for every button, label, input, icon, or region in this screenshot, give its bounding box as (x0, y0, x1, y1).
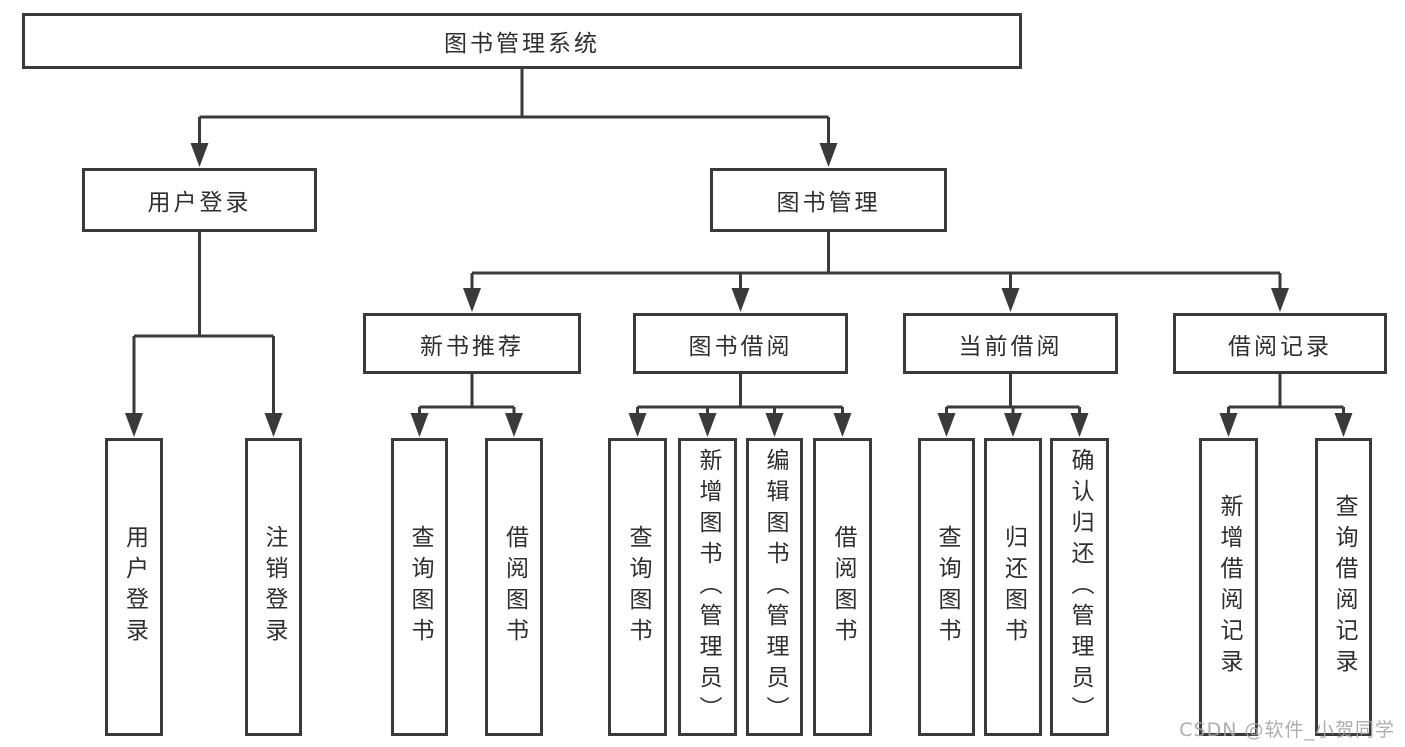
arrowhead (410, 413, 429, 437)
node-label: 借阅图书 (830, 525, 856, 649)
leaf-confirm-return-admin: 确认归还（管理员） (1050, 438, 1109, 736)
arrowhead (125, 413, 143, 437)
node-label: 当前借阅 (958, 333, 1063, 360)
arrowhead (505, 413, 523, 437)
node-label: 新增借阅记录 (1216, 494, 1242, 680)
node-label: 查询图书 (407, 525, 433, 649)
node-label: 图书管理系统 (444, 31, 600, 57)
arrowhead (264, 413, 283, 437)
node-label: 查询图书 (625, 525, 651, 649)
arrowhead (463, 288, 481, 312)
node-user-login: 用户登录 (82, 168, 317, 232)
arrowhead (1271, 288, 1289, 312)
leaf-add-borrow-record: 新增借阅记录 (1199, 438, 1258, 736)
node-label: 归还图书 (1000, 525, 1027, 649)
node-current-borrow: 当前借阅 (903, 313, 1118, 374)
arrowhead (1334, 413, 1353, 437)
arrowhead (819, 143, 838, 167)
node-label: 用户登录 (147, 190, 252, 216)
connector-user-login (132, 232, 275, 414)
leaf-edit-books-admin: 编辑图书（管理员） (746, 438, 803, 736)
node-label: 新增图书（管理员） (695, 447, 721, 727)
leaf-add-books-admin: 新增图书（管理员） (678, 438, 737, 736)
node-label: 编辑图书（管理员） (762, 447, 788, 727)
node-book-borrow: 图书借阅 (633, 313, 848, 374)
node-label: 查询借阅记录 (1331, 494, 1357, 680)
node-new-book-recommend: 新书推荐 (363, 313, 581, 374)
node-label: 图书借阅 (688, 333, 793, 360)
arrowhead (1070, 413, 1089, 437)
leaf-query-books-recommend: 查询图书 (391, 438, 448, 736)
connector-book-borrow (636, 374, 844, 416)
csdn-watermark: CSDN @软件_小贺同学 (1179, 719, 1395, 741)
arrowhead (1219, 413, 1238, 437)
arrowhead (731, 288, 750, 312)
node-book-management: 图书管理 (710, 168, 947, 232)
arrowhead (1004, 413, 1022, 437)
leaf-return-books: 归还图书 (984, 438, 1042, 736)
node-label: 确认归还（管理员） (1067, 447, 1093, 727)
connector-new-book-rec (418, 374, 516, 416)
node-label: 查询图书 (934, 525, 960, 649)
arrowhead (190, 143, 209, 167)
leaf-borrow-books: 借阅图书 (813, 438, 872, 736)
node-label: 借阅记录 (1228, 333, 1332, 360)
arrowhead (937, 413, 956, 437)
leaf-query-borrow-record: 查询借阅记录 (1315, 438, 1372, 736)
node-label: 图书管理 (776, 190, 881, 216)
connector-current-borrow (945, 374, 1081, 416)
connector-borrow-records (1227, 374, 1345, 416)
node-label: 注销登录 (261, 525, 287, 649)
connector-book-mgmt (470, 232, 1282, 290)
arrowhead (765, 413, 784, 437)
connector-root-to-level2 (198, 69, 830, 146)
leaf-logout: 注销登录 (245, 438, 302, 736)
leaf-query-books-current: 查询图书 (918, 438, 975, 736)
node-root: 图书管理系统 (22, 13, 1022, 69)
node-borrow-records: 借阅记录 (1173, 313, 1387, 374)
leaf-borrow-books-recommend: 借阅图书 (485, 438, 543, 736)
arrowhead (1001, 288, 1020, 312)
node-label: 借阅图书 (501, 525, 528, 649)
arrowhead (698, 413, 717, 437)
node-label: 用户登录 (121, 525, 148, 649)
arrowhead (628, 413, 647, 437)
node-label: 新书推荐 (420, 333, 524, 360)
arrowhead (833, 413, 852, 437)
leaf-user-login: 用户登录 (105, 438, 163, 736)
leaf-query-books-borrow: 查询图书 (608, 438, 667, 736)
